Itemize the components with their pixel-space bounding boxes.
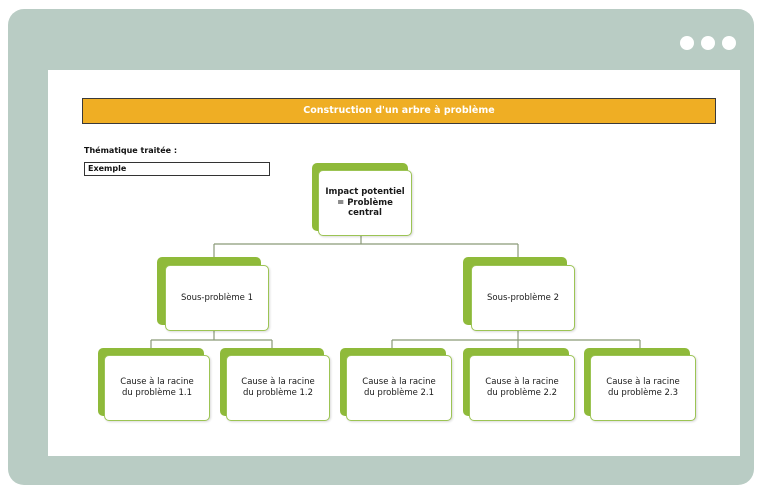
- page-title: Construction d'un arbre à problème: [82, 98, 716, 124]
- central-line-3: central: [348, 208, 382, 219]
- cause-1-2-node: Cause à la racine du problème 1.2: [226, 355, 330, 421]
- central-line-2: = Problème: [337, 197, 393, 208]
- window-dot-3[interactable]: [722, 36, 736, 50]
- cause-2-3-line-2: du problème 2.3: [607, 388, 679, 398]
- sub-problem-1-node: Sous-problème 1: [165, 265, 269, 331]
- window-controls: [680, 36, 736, 50]
- cause-2-2-line-2: du problème 2.2: [486, 388, 558, 398]
- cause-2-3-line-1: Cause à la racine: [606, 377, 680, 388]
- window-dot-2[interactable]: [701, 36, 715, 50]
- cause-2-3-node: Cause à la racine du problème 2.3: [590, 355, 696, 421]
- window-dot-1[interactable]: [680, 36, 694, 50]
- cause-1-1-line-1: Cause à la racine: [120, 377, 194, 388]
- central-problem-node: Impact potentiel = Problème central: [318, 170, 412, 236]
- cause-1-2-line-1: Cause à la racine: [241, 377, 315, 388]
- central-line-1: Impact potentiel: [325, 187, 405, 198]
- cause-1-1-node: Cause à la racine du problème 1.1: [104, 355, 210, 421]
- cause-2-1-node: Cause à la racine du problème 2.1: [346, 355, 452, 421]
- theme-label: Thématique traitée :: [84, 146, 178, 155]
- cause-1-2-line-2: du problème 1.2: [242, 388, 314, 398]
- theme-field[interactable]: Exemple: [84, 162, 270, 176]
- sub-problem-1-label: Sous-problème 1: [181, 292, 253, 303]
- cause-2-1-line-1: Cause à la racine: [362, 377, 436, 388]
- sub-problem-2-node: Sous-problème 2: [471, 265, 575, 331]
- cause-2-2-line-1: Cause à la racine: [485, 377, 559, 388]
- cause-1-1-line-2: du problème 1.1: [121, 388, 193, 398]
- sub-problem-2-label: Sous-problème 2: [487, 292, 559, 303]
- cause-2-1-line-2: du problème 2.1: [363, 388, 435, 398]
- cause-2-2-node: Cause à la racine du problème 2.2: [469, 355, 575, 421]
